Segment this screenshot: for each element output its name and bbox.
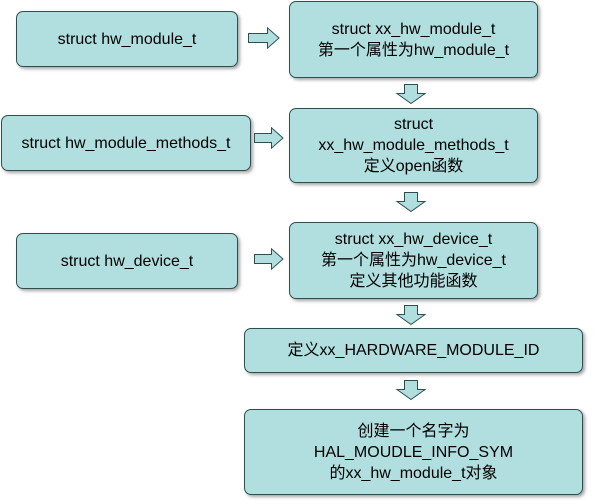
node-xx-hw-module-t: struct xx_hw_module_t 第一个属性为hw_module_t bbox=[289, 1, 538, 78]
node-line: 创建一个名字为 bbox=[357, 422, 470, 440]
node-xx-hw-module-methods-t: struct xx_hw_module_methods_t 定义open函数 bbox=[289, 108, 538, 183]
node-hardware-module-id: 定义xx_HARDWARE_MODULE_ID bbox=[244, 328, 583, 373]
arrow-right-icon bbox=[254, 126, 284, 150]
node-line: struct xx_hw_device_t bbox=[334, 231, 493, 248]
node-hw-module-methods-t: struct hw_module_methods_t bbox=[1, 115, 251, 171]
node-line: 的xx_hw_module_t对象 bbox=[329, 464, 498, 482]
arrow-down-icon bbox=[395, 192, 427, 213]
node-line: HAL_MOUDLE_INFO_SYM bbox=[313, 443, 514, 461]
arrow-right-icon bbox=[248, 26, 280, 50]
node-xx-hw-device-t: struct xx_hw_device_t 第一个属性为hw_device_t … bbox=[289, 222, 538, 299]
arrow-down-icon bbox=[395, 84, 427, 105]
node-label: struct hw_device_t bbox=[60, 252, 194, 270]
node-label: struct hw_module_t bbox=[57, 30, 197, 48]
arrow-down-icon bbox=[395, 305, 427, 326]
node-hw-module-t: struct hw_module_t bbox=[16, 11, 238, 67]
node-line: 定义open函数 bbox=[363, 158, 464, 175]
arrow-down-icon bbox=[395, 380, 427, 401]
node-label: struct hw_module_methods_t bbox=[21, 134, 231, 152]
node-hal-module-info-sym: 创建一个名字为 HAL_MOUDLE_INFO_SYM 的xx_hw_modul… bbox=[244, 409, 583, 495]
node-line: struct bbox=[393, 116, 434, 133]
node-line: 第一个属性为hw_device_t bbox=[321, 252, 506, 269]
node-line: struct xx_hw_module_t bbox=[331, 20, 496, 38]
node-line: 定义xx_HARDWARE_MODULE_ID bbox=[287, 342, 540, 359]
node-line: 第一个属性为hw_module_t bbox=[317, 41, 510, 59]
node-hw-device-t: struct hw_device_t bbox=[16, 233, 238, 289]
arrow-right-icon bbox=[254, 247, 284, 271]
node-line: xx_hw_module_methods_t bbox=[318, 137, 509, 154]
node-line: 定义其他功能函数 bbox=[349, 273, 478, 290]
